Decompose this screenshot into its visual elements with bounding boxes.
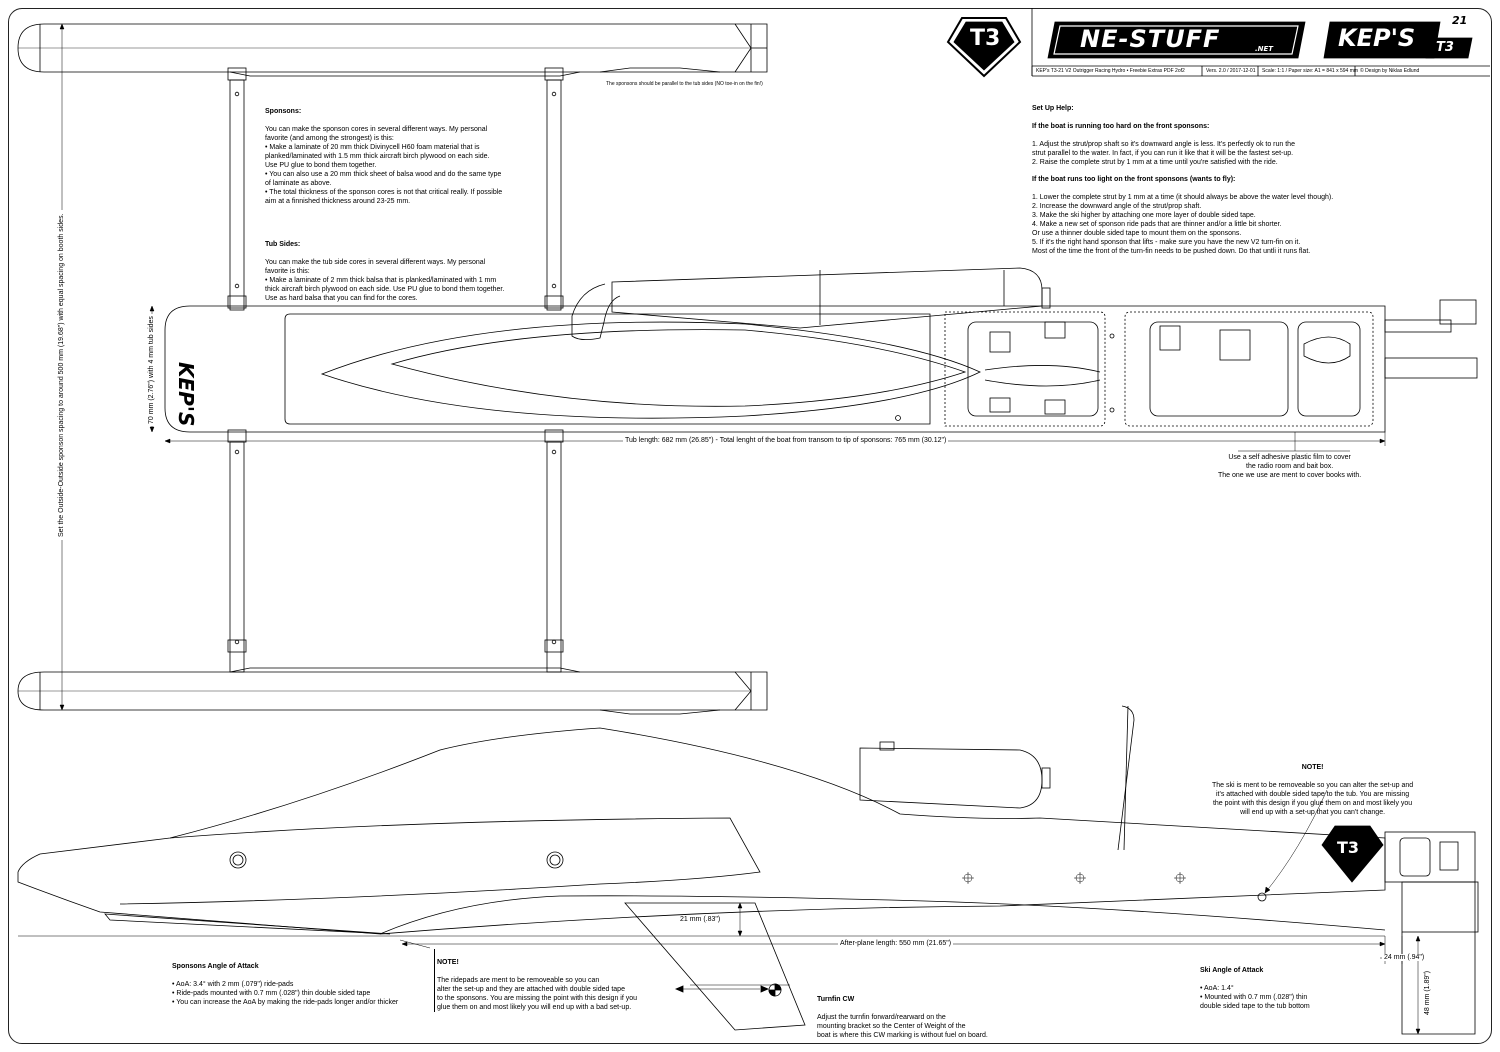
tub-sides-notes-body: You can make the tub side cores in sever… [265, 259, 505, 302]
deck-keps-logo: KEP'S [174, 362, 198, 427]
title-credit: © Design by Niklas Edlund [1360, 68, 1420, 74]
side-view-dimensions [399, 789, 1421, 1035]
keps-banner [1323, 21, 1473, 59]
bottom-sponson [17, 667, 768, 715]
setup-help-body-light: 1. Lower the complete strut by 1 mm at a… [1032, 194, 1334, 255]
setup-help-body-hard: 1. Adjust the strut/prop shaft so it's d… [1032, 141, 1295, 166]
ne-stuff-banner [1047, 21, 1306, 59]
ski-aoa-body: • AoA: 1.4° • Mounted with 0.7 mm (.028"… [1200, 985, 1310, 1010]
sponsons-aoa-title: Sponsons Angle of Attack [172, 963, 259, 970]
ridepads-note-body: The ridepads are ment to be removeable s… [437, 977, 638, 1011]
keps-brand-sup: 21 [1452, 14, 1468, 27]
turnfin [624, 902, 806, 1031]
ski-aoa-title: Ski Angle of Attack [1200, 967, 1264, 974]
ridepads-note-title: NOTE! [437, 959, 459, 966]
turnfin-cw-title: Turnfin CW [817, 996, 855, 1003]
sponsons-aoa-body: • AoA: 3.4° with 2 mm (.079") ride-pads … [172, 981, 399, 1006]
ski-note-title: NOTE! [1301, 764, 1324, 771]
ski-note-body: The ski is ment to be removeable so you … [1212, 782, 1414, 816]
tub-sides-notes: Tub Sides: You can make the tub side cor… [265, 231, 504, 303]
tub-top-view [164, 267, 1478, 433]
ski-aoa-notes: Ski Angle of Attack • AoA: 1.4° • Mounte… [1200, 957, 1310, 1011]
sponsons-notes-title: Sponsons: [265, 108, 302, 115]
hull-t3-logo: T3 [1337, 838, 1360, 857]
t3-logo-letters: T3 [970, 26, 1001, 51]
turnfin-cw-body: Adjust the turnfin forward/rearward on t… [817, 1014, 988, 1039]
drawing-sheet-border [8, 8, 1492, 1044]
film-cover-note: Use a self adhesive plastic film to cove… [1218, 454, 1362, 479]
title-version: Vers. 2.0 / 2017-12-01 [1206, 68, 1256, 74]
sponsons-notes: Sponsons: You can make the sponson cores… [265, 98, 502, 206]
setup-help-notes: Set Up Help: If the boat is running too … [1032, 95, 1333, 256]
top-sponson [17, 23, 768, 77]
ne-stuff-brand-suffix: .NET [1255, 45, 1274, 53]
setup-help-subtitle-light: If the boat runs too light on the front … [1032, 176, 1236, 183]
sponsons-aoa-notes: Sponsons Angle of Attack • AoA: 3.4° wit… [172, 953, 398, 1007]
fin-height-dimension: 21 mm (.83") [680, 916, 721, 923]
sponsons-notes-body: You can make the sponson cores in severa… [265, 126, 503, 205]
keps-brand-sub: T3 [1436, 40, 1454, 55]
ne-stuff-brand-text: NE-STUFF [1080, 25, 1221, 53]
keps-brand-text: KEP'S [1338, 24, 1416, 52]
side-view-hull [17, 705, 1479, 1035]
turnfin-cw-notes: Turnfin CW Adjust the turnfin forward/re… [817, 986, 988, 1040]
sponson-parallel-note: The sponsons should be parallel to the t… [606, 81, 763, 87]
booms [227, 67, 564, 673]
t3-shield-logo [946, 17, 1022, 78]
setup-help-title: Set Up Help: [1032, 105, 1074, 112]
sponson-spacing-dimension: Set the Outside-Outside sponson spacing … [58, 210, 65, 540]
ridepads-note: NOTE! The ridepads are ment to be remove… [434, 949, 637, 1012]
title-description: KEP's T3-21 V2 Outrigger Racing Hydro • … [1036, 68, 1185, 74]
title-block-frame [1031, 8, 1490, 77]
ski-height-dimension: 48 mm (1.89") [1424, 970, 1431, 1015]
afterplane-length-dimension: After-plane length: 550 mm (21.65") [838, 940, 954, 947]
tub-sides-notes-title: Tub Sides: [265, 241, 301, 248]
transom-dimension: 24 mm (.94") [1382, 954, 1427, 961]
tub-width-dimension: 70 mm (2.76") with 4 mm tub sides [148, 314, 155, 426]
title-scale: Scale: 1:1 / Paper size: A1 = 841 x 594 … [1262, 68, 1359, 74]
tub-length-dimension: Tub length: 682 mm (26.85") - Total leng… [623, 437, 949, 444]
ski-removable-note: NOTE! The ski is ment to be removeable s… [1212, 754, 1413, 817]
setup-help-subtitle-hard: If the boat is running too hard on the f… [1032, 123, 1210, 130]
